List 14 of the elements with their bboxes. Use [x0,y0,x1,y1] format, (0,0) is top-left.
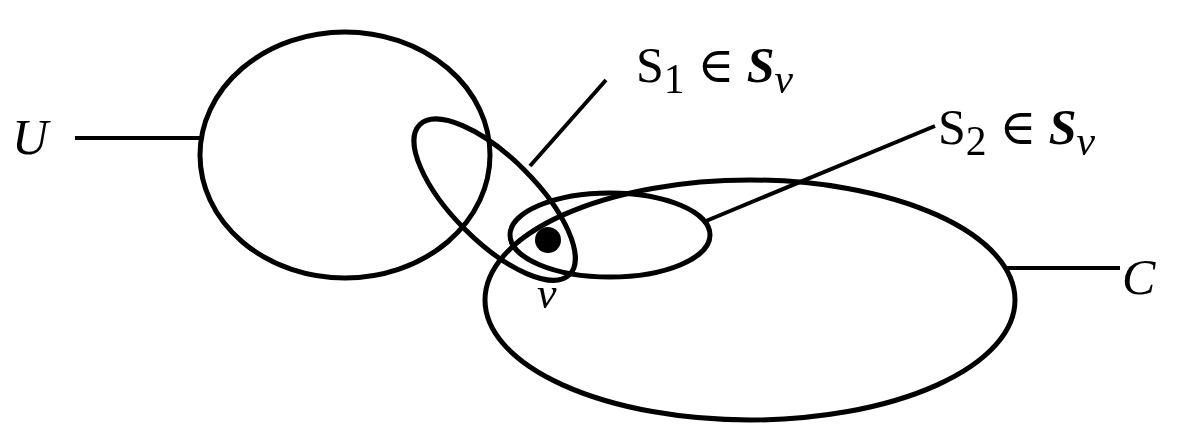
set-label: U [12,112,49,162]
leader-line [705,124,936,223]
set-ellipse [411,116,579,284]
leader-line [528,78,608,168]
leader-line [1007,266,1120,270]
set-label: S$_{1}$ ∈ S$_{v}$ [636,40,793,101]
set-ellipse [507,190,713,280]
set-label: S$_{2}$ ∈ S$_{v}$ [938,102,1095,163]
set-circle [197,29,493,281]
point-label: v [537,272,557,316]
set-ellipse [482,177,1018,423]
leader-line [75,136,201,140]
set-label: C [1122,252,1156,302]
point-marker [535,227,561,253]
